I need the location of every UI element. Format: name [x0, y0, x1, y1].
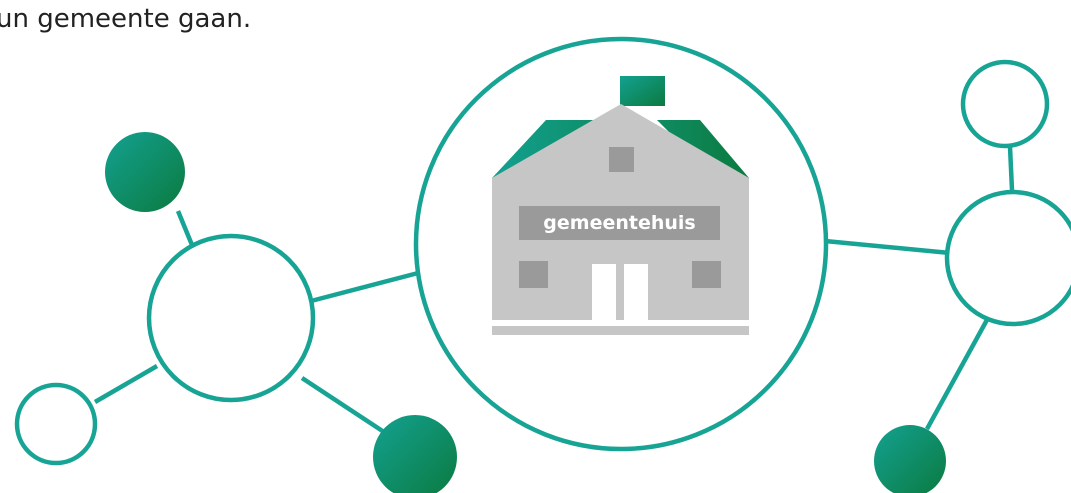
sign-board — [519, 206, 720, 240]
caption-text: un gemeente gaan. — [0, 4, 252, 34]
connector-lines — [93, 146, 1015, 434]
door-left — [592, 264, 616, 320]
connector-line — [824, 238, 951, 256]
connector-line — [925, 316, 990, 431]
roof-right — [657, 120, 749, 178]
window — [519, 261, 548, 288]
window — [609, 147, 634, 172]
connector-line — [175, 210, 195, 246]
node-hollow — [944, 189, 1071, 327]
node-filled — [373, 415, 457, 493]
connector-line — [310, 269, 423, 304]
building-base — [492, 326, 749, 335]
connector-line — [1007, 146, 1015, 191]
window — [692, 261, 721, 288]
connector-line — [300, 376, 386, 434]
node-hollow — [960, 59, 1050, 149]
node-filled — [105, 132, 185, 212]
flag-icon — [620, 76, 665, 106]
node-hollow — [146, 233, 316, 403]
town-hall-building: gemeentehuis — [492, 76, 749, 335]
connector-line — [93, 364, 159, 404]
node-filled — [874, 425, 946, 493]
node-hollow — [14, 382, 98, 466]
roof-left — [492, 120, 593, 178]
door-right — [624, 264, 648, 320]
sign-label: gemeentehuis — [543, 212, 695, 234]
